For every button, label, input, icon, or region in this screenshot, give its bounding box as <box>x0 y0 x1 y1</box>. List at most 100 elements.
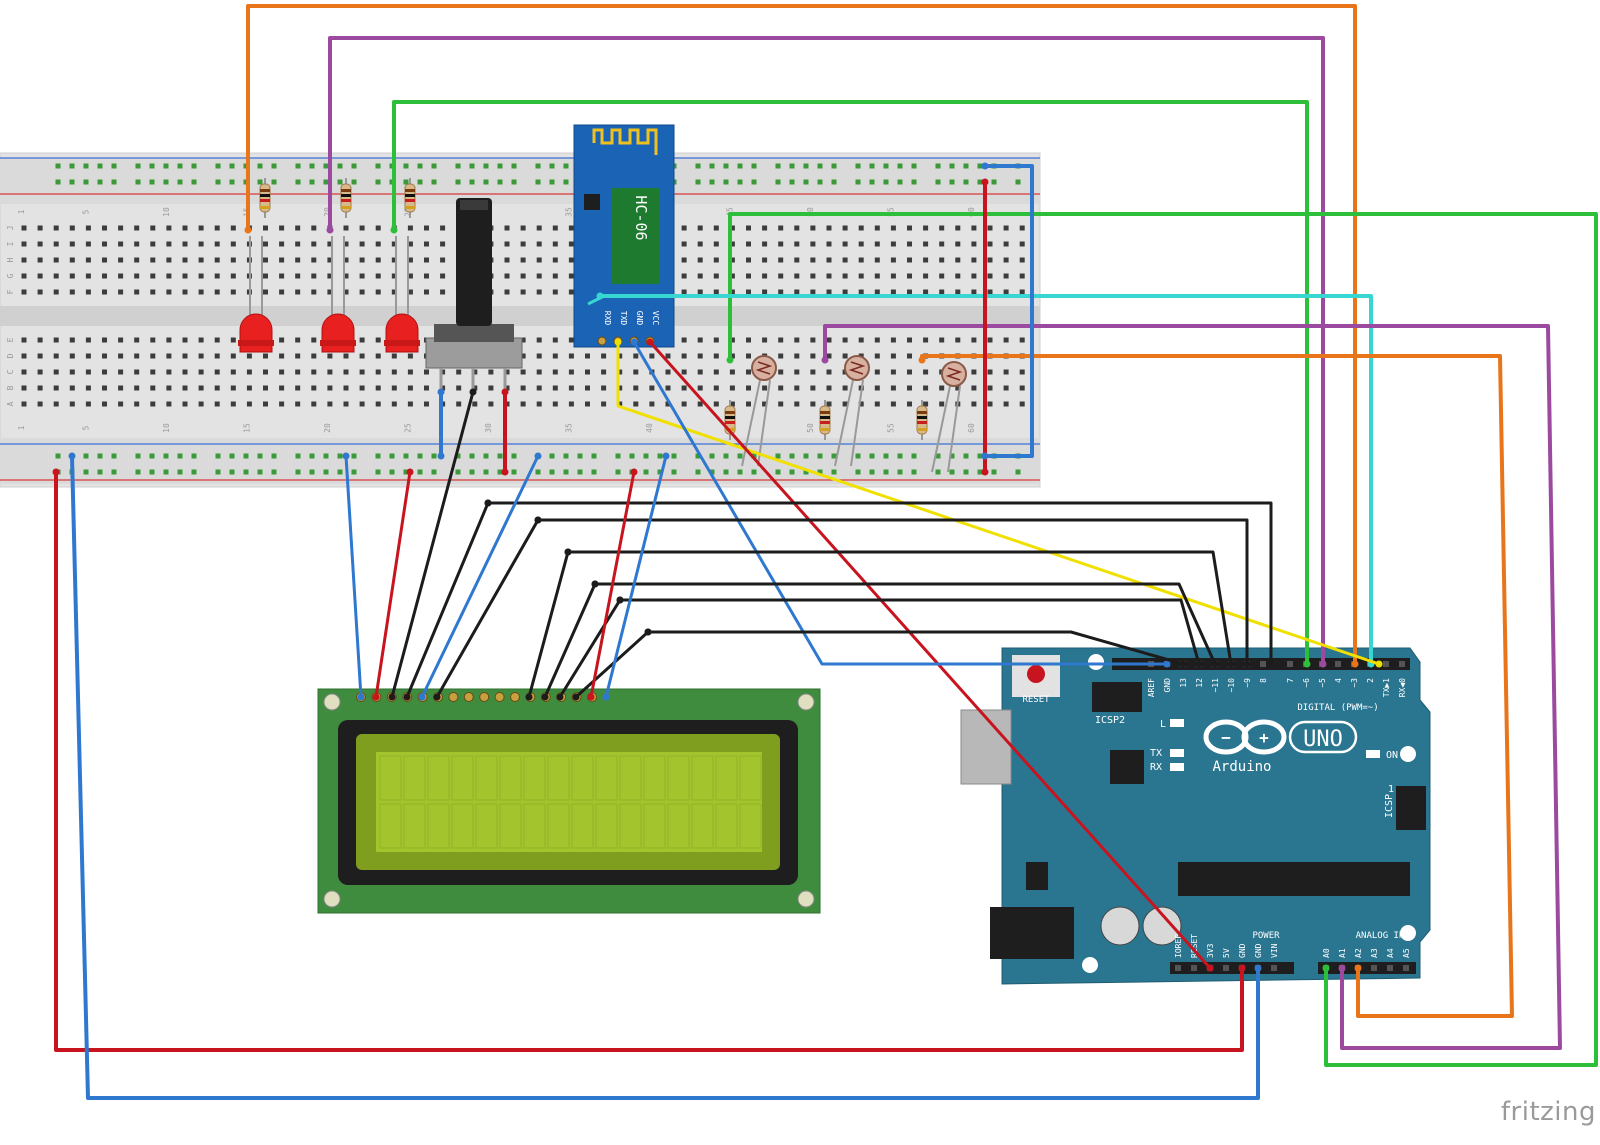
rail-hole <box>775 179 781 185</box>
lcd-cell <box>523 803 546 849</box>
bb-hole <box>230 385 236 391</box>
bb-hole <box>246 369 252 375</box>
rail-hole <box>709 469 715 475</box>
bb-hole <box>1019 289 1025 295</box>
bb-hole <box>842 337 848 343</box>
bb-hole <box>166 289 172 295</box>
bb-hole <box>21 369 27 375</box>
rail-hole <box>897 179 903 185</box>
bb-hole <box>134 401 140 407</box>
bb-hole <box>102 353 107 359</box>
rail-hole <box>215 453 221 459</box>
lcd-cell <box>475 755 498 801</box>
rail-hole <box>869 163 875 169</box>
bb-hole <box>536 273 542 279</box>
rail-hole <box>671 469 677 475</box>
bb-hole <box>343 257 349 263</box>
bb-hole <box>826 369 832 375</box>
bb-hole <box>923 225 929 231</box>
bb-hole <box>424 369 429 375</box>
bb-hole <box>746 385 751 391</box>
rail-hole <box>695 179 701 185</box>
rail-hole <box>817 163 823 169</box>
rail-hole <box>295 163 301 169</box>
bb-hole <box>504 369 510 375</box>
rail-hole <box>789 453 795 459</box>
bb-hole <box>890 369 896 375</box>
bb-hole <box>85 385 91 391</box>
reset-button-cap <box>1027 665 1045 683</box>
column-number: 45 <box>725 207 734 217</box>
bb-hole <box>907 273 912 279</box>
rail-hole <box>417 469 423 475</box>
wire-green <box>392 100 1309 666</box>
rail-hole <box>737 469 743 475</box>
bb-hole <box>778 225 784 231</box>
breadboard-components <box>238 178 967 473</box>
wire-black <box>566 550 1233 666</box>
rail-hole <box>111 453 117 459</box>
hc06-pin <box>597 336 607 346</box>
bb-hole <box>198 225 204 231</box>
wire-end <box>403 693 411 701</box>
wire-end <box>406 468 414 476</box>
atmega-chip <box>1178 862 1410 896</box>
rail-hole <box>337 179 343 185</box>
header-pin <box>1223 965 1229 971</box>
bb-hole <box>118 353 124 359</box>
row-letter: C <box>6 369 15 374</box>
rail-hole <box>97 469 103 475</box>
rail-hole <box>403 179 409 185</box>
bb-hole <box>327 273 333 279</box>
bb-hole <box>955 225 961 231</box>
bb-hole <box>440 369 446 375</box>
bb-hole <box>488 369 494 375</box>
pin-label: A5 <box>1402 948 1411 958</box>
bb-hole <box>826 257 832 263</box>
wire-end <box>1243 660 1251 668</box>
wire-end <box>357 693 365 701</box>
svg-text:+: + <box>1259 728 1269 747</box>
rail-hole <box>977 453 983 459</box>
bb-hole <box>697 401 703 407</box>
red-led <box>384 236 420 353</box>
rail-hole <box>111 163 117 169</box>
bb-hole <box>536 369 542 375</box>
hc06-pin-label: TXD <box>619 311 628 326</box>
bb-hole <box>746 225 751 231</box>
bb-hole <box>1019 369 1025 375</box>
rail-hole <box>229 163 235 169</box>
rail-hole <box>135 179 141 185</box>
bb-hole <box>472 401 478 407</box>
bb-hole <box>568 241 574 247</box>
wire-end <box>1254 964 1262 972</box>
bb-hole <box>971 289 977 295</box>
rail-hole <box>163 453 169 459</box>
bb-hole <box>568 369 574 375</box>
bb-hole <box>85 353 91 359</box>
bb-hole <box>923 241 929 247</box>
bb-hole <box>971 241 977 247</box>
wire-end <box>1303 660 1311 668</box>
bb-hole <box>150 401 156 407</box>
rail-hole <box>671 453 677 459</box>
bb-hole <box>295 289 301 295</box>
rail-hole <box>803 163 809 169</box>
rail-hole <box>897 163 903 169</box>
bb-hole <box>53 337 59 343</box>
bb-hole <box>858 273 864 279</box>
wire-end <box>981 468 989 476</box>
bb-hole <box>633 401 639 407</box>
bb-hole <box>311 385 317 391</box>
rail-hole <box>295 453 301 459</box>
header-pin <box>1403 965 1409 971</box>
lcd-character-grid <box>379 755 762 849</box>
bb-hole <box>214 241 220 247</box>
bb-hole <box>858 401 864 407</box>
rail-hole <box>389 453 395 459</box>
lcd-cell <box>499 803 522 849</box>
rail-hole <box>323 179 329 185</box>
bb-hole <box>1019 385 1025 391</box>
bb-hole <box>472 385 478 391</box>
